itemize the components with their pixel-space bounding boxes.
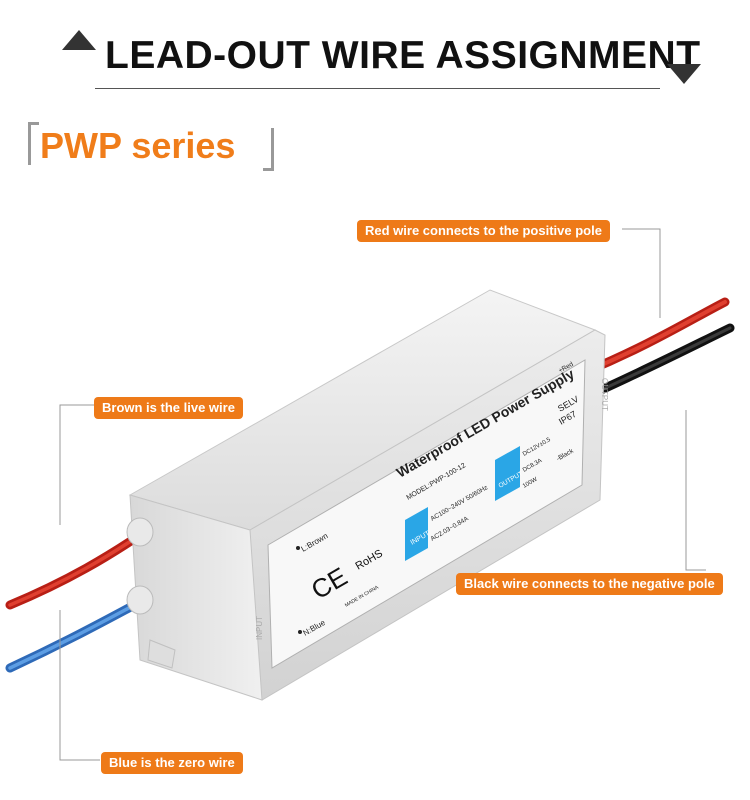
callout-brown-wire: Brown is the live wire xyxy=(94,397,243,419)
triangle-up-icon xyxy=(62,30,96,50)
leader-lines xyxy=(59,228,706,761)
callout-red-wire: Red wire connects to the positive pole xyxy=(357,220,610,242)
series-title: PWP series xyxy=(40,125,236,166)
embossed-input: INPUT xyxy=(255,616,264,640)
output-wires xyxy=(580,297,735,400)
input-wires xyxy=(5,530,145,673)
triangle-down-icon xyxy=(667,64,701,84)
bracket-left-icon xyxy=(28,122,39,165)
embossed-output: OUTPUT xyxy=(600,378,609,411)
page-title: LEAD-OUT WIRE ASSIGNMENT xyxy=(105,34,701,77)
output-tag-box xyxy=(495,446,520,501)
grommet-bottom xyxy=(126,585,154,615)
bracket-right-icon xyxy=(263,128,274,171)
input-tag-box xyxy=(405,507,428,561)
callout-blue-wire: Blue is the zero wire xyxy=(101,752,243,774)
header-divider xyxy=(95,88,660,89)
grommet-top xyxy=(126,517,154,547)
callout-black-wire: Black wire connects to the negative pole xyxy=(456,573,723,595)
brown-wire xyxy=(5,530,145,610)
